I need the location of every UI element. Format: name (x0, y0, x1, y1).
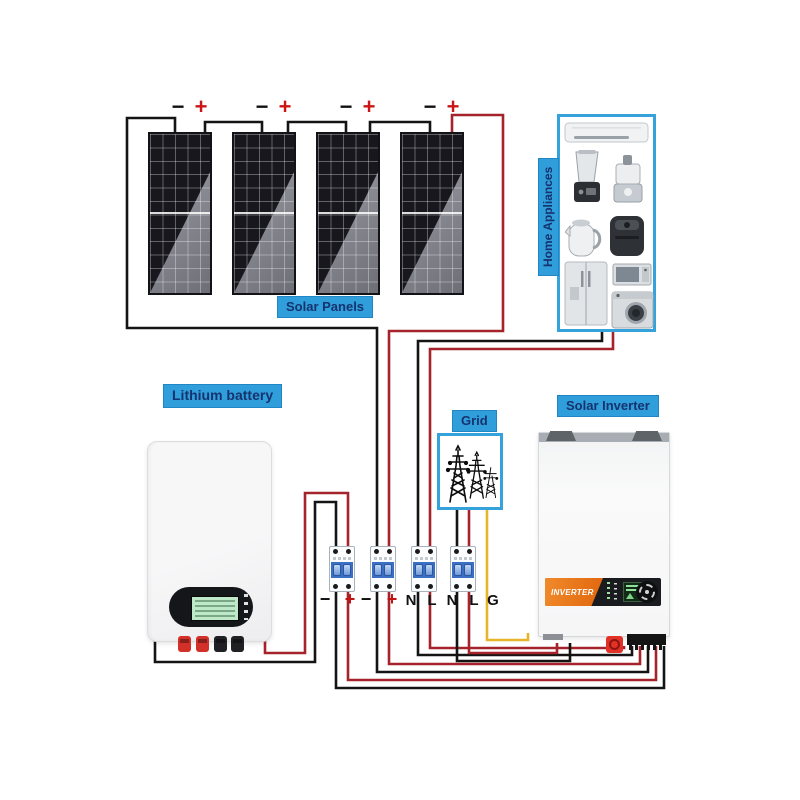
breaker-toggle (374, 564, 382, 576)
solar-panel-3 (316, 132, 380, 295)
wire-breaker3-n-to-inverter (416, 591, 634, 657)
panel-polarity-plus: + (362, 94, 376, 119)
transmission-towers-icon (445, 444, 499, 503)
terminal-label: L (469, 592, 479, 609)
battery-terminal-black (214, 636, 227, 652)
air-fryer-icon (608, 214, 646, 258)
circuit-breaker-1 (329, 546, 355, 592)
wire-battery-positive (263, 491, 350, 655)
home-appliances-label-wrap: Home Appliances (538, 157, 559, 276)
lithium-battery-unit (147, 441, 272, 642)
terminal-label: + (386, 589, 398, 609)
inverter-mount-right (632, 431, 662, 441)
wire-breaker1-neg-to-inverter (334, 591, 666, 690)
circuit-breaker-2 (370, 546, 396, 592)
wire-breaker1-pos-to-inverter (346, 591, 658, 682)
breaker-toggle (415, 564, 423, 576)
circuit-breaker-3 (411, 546, 437, 592)
inverter-badge: INVERTER (545, 578, 603, 606)
inverter-top-bar (539, 433, 669, 442)
panel-cell-grid (234, 134, 294, 293)
wire-breaker4-l-to-inverter (467, 591, 559, 655)
inverter-led-labels (614, 583, 617, 601)
washing-machine-icon (611, 291, 654, 329)
breaker-switch-band (452, 562, 474, 578)
breaker-switch-band (372, 562, 394, 578)
wire-pv-positive (387, 113, 505, 547)
home-appliances-label: Home Appliances (538, 157, 559, 276)
solar-panel-2 (232, 132, 296, 295)
inverter-led-indicators (607, 582, 610, 602)
air-conditioner-icon (564, 122, 649, 146)
terminal-label: N (405, 592, 417, 609)
wire-breaker2-pos-to-inverter (387, 591, 642, 666)
panel-cell-grid (402, 134, 462, 293)
solar-panel-4 (400, 132, 464, 295)
battery-terminal-red (178, 636, 191, 652)
breaker-toggle (425, 564, 433, 576)
battery-display (169, 587, 253, 627)
inverter-mount-left (546, 431, 576, 441)
wire-panel-link-1 (203, 120, 264, 132)
breaker-switch-band (331, 562, 353, 578)
wire-breaker3-l-to-inverter (428, 591, 626, 650)
breaker-toggle (333, 564, 341, 576)
panel-cell-grid (318, 134, 378, 293)
panel-polarity-minus: − (339, 94, 353, 119)
breaker-toggle (464, 564, 472, 576)
breaker-toggle (343, 564, 351, 576)
wire-breaker2-neg-to-inverter (375, 591, 650, 674)
wire-panel-link-2 (286, 120, 348, 132)
terminal-label: − (360, 589, 372, 609)
circuit-breaker-4 (450, 546, 476, 592)
terminal-label: N (446, 592, 458, 609)
lithium-battery-label: Lithium battery (163, 384, 283, 408)
breaker-toggle (454, 564, 462, 576)
terminal-label: − (319, 589, 331, 609)
inverter-control-dial (636, 581, 658, 603)
grid-box (437, 433, 503, 510)
terminal-label: L (427, 592, 437, 609)
battery-terminal-black (231, 636, 244, 652)
inverter-power-button (606, 636, 623, 653)
inverter-ground-lug (543, 634, 563, 640)
panel-polarity-minus: − (423, 94, 437, 119)
inverter-control-panel: INVERTER (545, 578, 661, 606)
blender-icon (568, 150, 604, 204)
panel-polarity-plus: + (446, 94, 460, 119)
solar-panel-1 (148, 132, 212, 295)
terminal-label: + (344, 589, 356, 609)
battery-terminal-red (196, 636, 209, 652)
battery-lcd-screen (191, 596, 239, 621)
wire-appliances-live (428, 332, 615, 547)
panel-polarity-plus: + (278, 94, 292, 119)
home-appliances-box (557, 114, 656, 332)
wire-appliances-neutral (416, 332, 604, 547)
panel-polarity-plus: + (194, 94, 208, 119)
kettle-icon (565, 212, 603, 259)
microwave-oven-icon (612, 261, 652, 288)
solar-panels-label: Solar Panels (277, 296, 374, 319)
wire-pv-negative (125, 116, 379, 547)
panel-polarity-minus: − (255, 94, 269, 119)
wire-breaker4-n-to-inverter (455, 591, 572, 663)
solar-inverter-unit: INVERTER (538, 431, 670, 637)
battery-led-indicators (244, 594, 248, 620)
grid-label: Grid (452, 410, 497, 433)
wire-battery-negative (153, 500, 338, 664)
panel-polarity-minus: − (171, 94, 185, 119)
food-processor-icon (608, 154, 648, 204)
breaker-switch-band (413, 562, 435, 578)
inverter-terminal-block (627, 634, 666, 650)
panel-cell-grid (150, 134, 210, 293)
wire-panel-link-3 (368, 120, 432, 132)
terminal-label: G (487, 592, 499, 609)
breaker-toggle (384, 564, 392, 576)
refrigerator-icon (562, 261, 610, 327)
solar-inverter-label: Solar Inverter (557, 395, 659, 418)
wire-ground-wire (485, 510, 530, 642)
